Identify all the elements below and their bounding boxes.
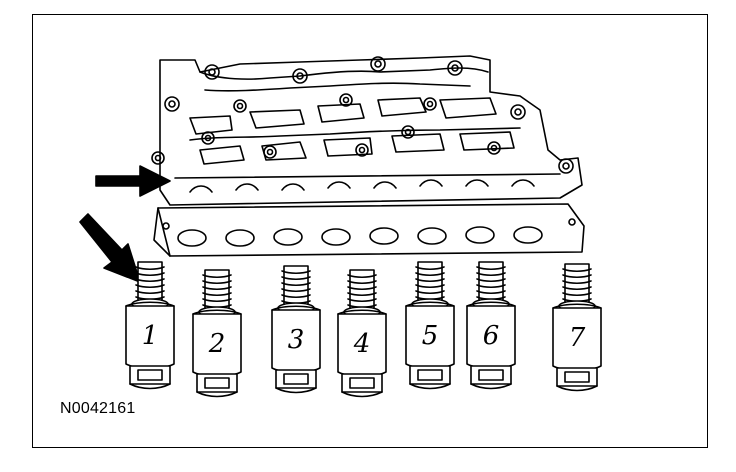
solenoid-number-label: 7 xyxy=(569,323,586,353)
solenoid-number-label: 6 xyxy=(483,321,500,351)
solenoid-number-label: 4 xyxy=(353,329,371,359)
arrow-down-right-icon xyxy=(79,213,141,283)
figure-id-label: N0042161 xyxy=(60,400,136,417)
solenoid-number-label: 1 xyxy=(142,321,159,351)
valve-body xyxy=(151,55,583,206)
solenoid-1: 1 xyxy=(125,261,175,390)
solenoid-number-label: 3 xyxy=(288,325,305,355)
figure-frame xyxy=(32,14,708,448)
solenoid-7: 7 xyxy=(552,263,602,392)
solenoid-group: 1 2 3 4 5 6 7 xyxy=(125,261,602,398)
solenoid-3: 3 xyxy=(271,265,321,394)
solenoid-4: 4 xyxy=(337,269,387,398)
solenoid-6: 6 xyxy=(466,261,516,390)
separator-plate xyxy=(153,203,585,257)
solenoid-5: 5 xyxy=(405,261,455,390)
arrow-right-icon xyxy=(95,165,171,197)
solenoid-number-label: 2 xyxy=(208,329,226,359)
solenoid-number-label: 5 xyxy=(422,321,439,351)
solenoid-2: 2 xyxy=(192,269,242,398)
